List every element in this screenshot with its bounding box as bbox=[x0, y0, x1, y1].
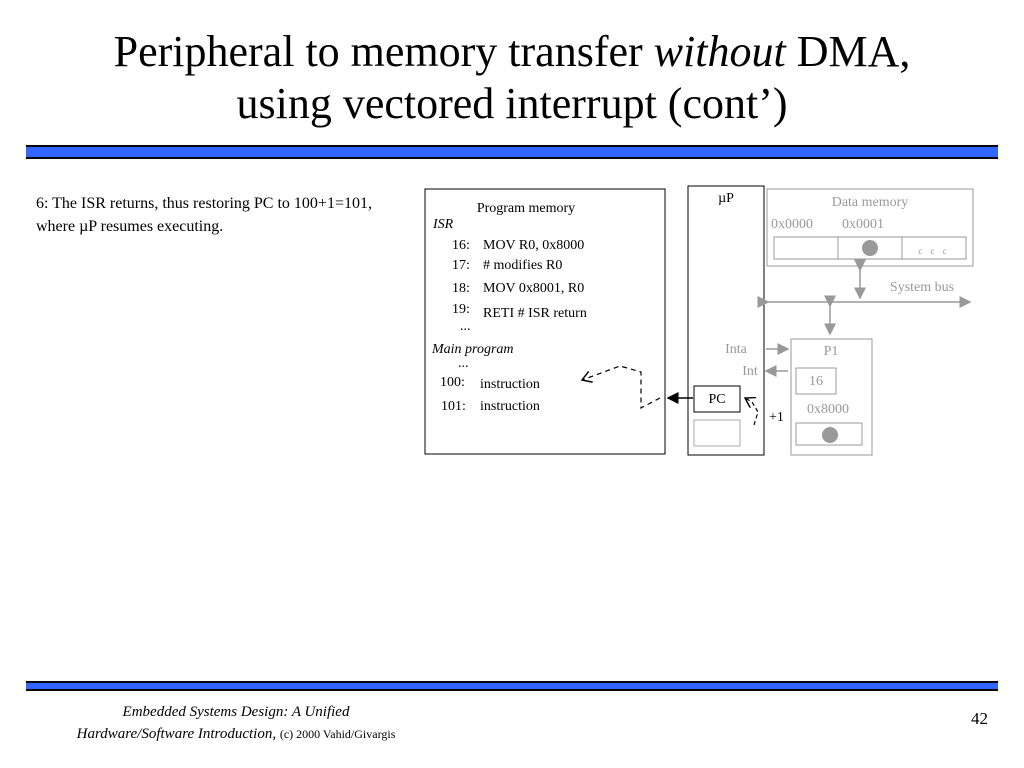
footer-citation: Embedded Systems Design: A Unified Hardw… bbox=[36, 701, 436, 745]
data-dot bbox=[862, 240, 878, 256]
data-addr-0: 0x0000 bbox=[771, 217, 813, 232]
isr-line-addr: 19: bbox=[452, 302, 470, 317]
data-memory-block: Data memory 0x0000 0x0001 c c c bbox=[766, 188, 974, 267]
increment-arrow bbox=[745, 398, 759, 426]
p1-register-value: 16 bbox=[809, 374, 823, 389]
ellipsis: ... bbox=[458, 356, 469, 371]
main-line-code: instruction bbox=[480, 399, 540, 414]
data-memory-label: Data memory bbox=[832, 195, 909, 210]
register-box bbox=[693, 419, 741, 447]
main-program-label: Main program bbox=[431, 342, 514, 357]
main-line-code: instruction bbox=[480, 377, 540, 392]
system-bus-label: System bus bbox=[890, 280, 954, 295]
int-label: Int bbox=[742, 364, 758, 379]
peripheral-p1-block: P1 16 0x8000 bbox=[790, 338, 873, 456]
step-description: 6: The ISR returns, thus restoring PC to… bbox=[36, 195, 372, 235]
copyright: (c) 2000 Vahid/Givargis bbox=[279, 727, 396, 741]
isr-line-addr: 16: bbox=[452, 238, 470, 253]
main-line-addr: 101: bbox=[441, 399, 466, 414]
p1-register bbox=[795, 367, 837, 395]
slide-title: Peripheral to memory transfer without DM… bbox=[0, 26, 1024, 130]
main-line-addr: 100: bbox=[440, 375, 465, 390]
p1-data-dot bbox=[822, 427, 838, 443]
up-label: µP bbox=[718, 191, 734, 206]
pc-register bbox=[693, 385, 741, 413]
program-memory-label: Program memory bbox=[477, 201, 575, 216]
book-title-line-2: Hardware/Software Introduction, bbox=[76, 726, 277, 742]
page-number: 42 bbox=[971, 709, 988, 728]
title-part-1: Peripheral to memory transfer bbox=[113, 27, 654, 76]
system-bus: System bus bbox=[757, 259, 972, 336]
title-emphasis: without bbox=[653, 27, 786, 76]
return-flow-arrow bbox=[582, 365, 661, 409]
top-divider-bar bbox=[26, 145, 998, 159]
inta-label: Inta bbox=[725, 342, 748, 357]
isr-label: ISR bbox=[432, 217, 454, 232]
bottom-divider-bar bbox=[26, 681, 998, 691]
plus-one-label: +1 bbox=[769, 410, 784, 425]
isr-line-addr: 18: bbox=[452, 281, 470, 296]
title-line-1: Peripheral to memory transfer without DM… bbox=[0, 26, 1024, 78]
title-line-2: using vectored interrupt (cont’) bbox=[236, 79, 788, 128]
isr-line-code: MOV R0, 0x8000 bbox=[483, 238, 584, 253]
program-memory-block: Program memory ISR 16: MOV R0, 0x8000 17… bbox=[424, 188, 666, 455]
p1-address: 0x8000 bbox=[807, 402, 849, 417]
data-addr-1: 0x0001 bbox=[842, 217, 884, 232]
p1-label: P1 bbox=[824, 344, 839, 359]
isr-line-addr: 17: bbox=[452, 258, 470, 273]
microprocessor-block: µP PC Inta Int bbox=[687, 185, 765, 456]
data-more-dots: c c c bbox=[918, 246, 949, 256]
book-title-line-1: Embedded Systems Design: A Unified bbox=[122, 704, 350, 720]
isr-line-code: RETI # ISR return bbox=[483, 306, 587, 321]
data-cell bbox=[773, 236, 839, 260]
isr-line-code: # modifies R0 bbox=[483, 258, 562, 273]
ellipsis: ... bbox=[460, 319, 471, 334]
pc-label: PC bbox=[708, 392, 725, 407]
title-part-2: DMA, bbox=[785, 27, 911, 76]
isr-line-code: MOV 0x8001, R0 bbox=[483, 281, 584, 296]
data-cell bbox=[901, 236, 967, 260]
